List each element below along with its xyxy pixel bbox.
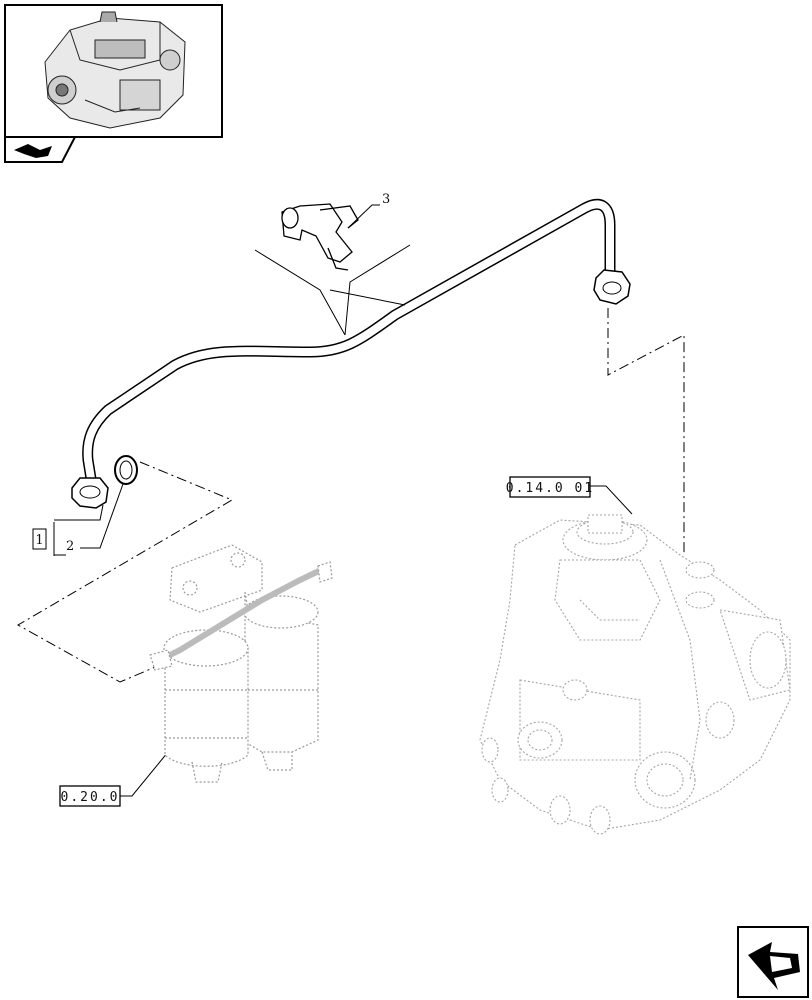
view-direction-icon [14,144,52,158]
view-direction-marker[interactable] [4,136,77,163]
injection-pump-reference[interactable]: 0.14.0 01 [506,476,594,498]
callout-3[interactable]: 3 [382,192,390,207]
engine-thumbnail-icon [44,11,186,129]
callout-1[interactable]: 1 [32,528,47,550]
next-page-button[interactable] [737,926,809,998]
fuel-pipe [82,198,616,491]
callout-2[interactable]: 2 [66,539,74,554]
injection-pump-assembly [479,514,791,835]
callout-1-label: 1 [35,533,43,548]
fuel-filter-reference[interactable]: 0.20.0 [59,785,121,807]
fuel-filter-reference-label: 0.20.0 [61,790,120,805]
leader-lines [54,204,633,797]
fuel-filter-assembly [149,544,333,783]
pipe-clamp [281,203,359,271]
banjo-fitting-left [71,477,109,509]
callout-2-label: 2 [66,539,74,554]
sealing-washer [114,455,138,485]
connection-dashdot-lines [16,308,685,683]
injection-pump-reference-label: 0.14.0 01 [506,481,594,496]
banjo-fitting-right [593,269,631,305]
callout-3-label: 3 [382,192,390,207]
next-page-arrow-icon [748,942,800,990]
engine-thumbnail[interactable] [4,4,223,138]
